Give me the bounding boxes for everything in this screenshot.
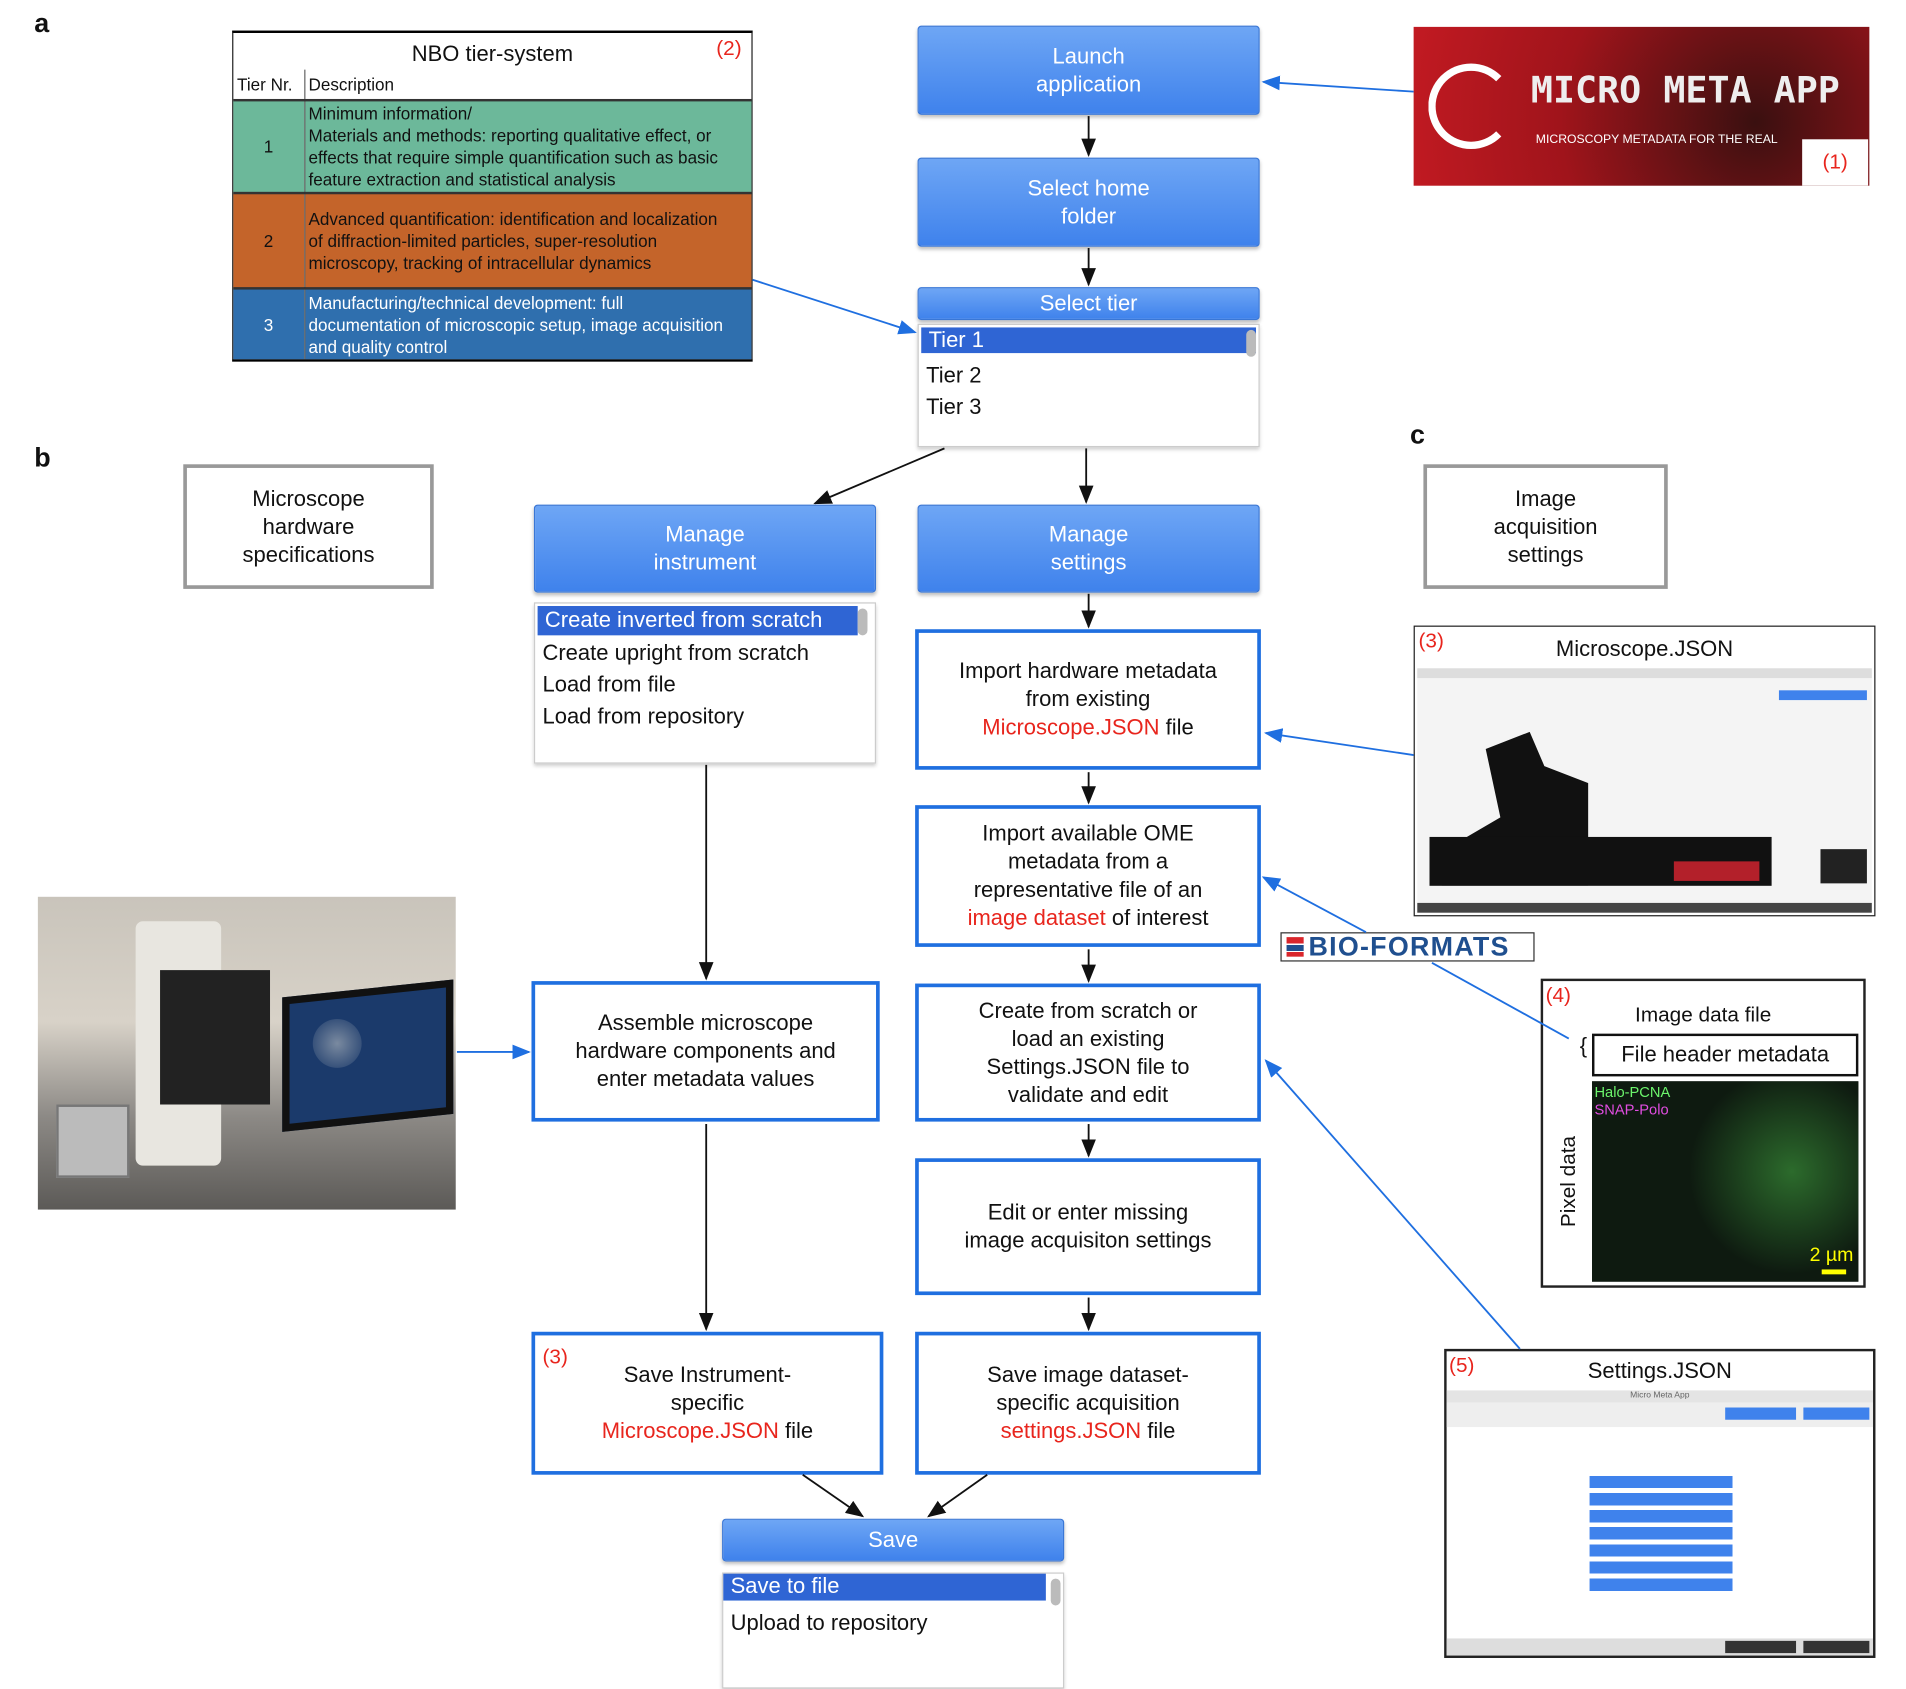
instrument-options-list[interactable]: Create inverted from scratch Create upri… [533, 602, 877, 764]
header-tier: Tier Nr. [237, 74, 293, 95]
microscope-json-panel: (3) Microscope.JSON [1413, 625, 1876, 917]
arrow [802, 1473, 865, 1518]
option-save-to-file[interactable]: Save to file [723, 1573, 1046, 1601]
arrow [1264, 1059, 1521, 1350]
microscope-photo [37, 896, 456, 1210]
tier-option-1[interactable]: Tier 1 [921, 327, 1257, 354]
panel-label-b: b [34, 442, 51, 473]
nbo-tier-table: NBO tier-system (2) Tier Nr. Description 1… [232, 30, 753, 362]
scrollbar[interactable] [1050, 1578, 1061, 1606]
header-description: Description [303, 69, 752, 101]
option-load-file[interactable]: Load from file [542, 671, 676, 697]
arrow [752, 278, 917, 335]
scrollbar[interactable] [1246, 329, 1257, 357]
settings-edit-buttons [1589, 1475, 1733, 1594]
microscope-icon [1428, 63, 1514, 150]
option-create-upright[interactable]: Create upright from scratch [542, 640, 809, 665]
select-tier-header: Select tier [917, 287, 1260, 321]
nbo-title: NBO tier-system [411, 41, 574, 66]
bioformats-logo: BIO-FORMATS [1280, 932, 1535, 962]
bioformats-icon [1286, 937, 1304, 957]
tier-option-2[interactable]: Tier 2 [926, 362, 982, 388]
option-upload-repository[interactable]: Upload to repository [730, 1610, 928, 1635]
save-options-list[interactable]: Save to file Upload to repository [722, 1572, 1065, 1689]
scale-bar-label: 2 µm [1809, 1245, 1854, 1266]
pixel-data-image: Halo-PCNA SNAP-Polo 2 µm [1592, 1081, 1859, 1282]
arrow [927, 1473, 988, 1518]
tier-list[interactable]: Tier 1 Tier 2 Tier 3 [917, 323, 1260, 448]
micro-meta-app-logo: MICRO META APP MICROSCOPY METADATA FOR T… [1413, 26, 1870, 186]
tier-option-3[interactable]: Tier 3 [926, 394, 982, 420]
microscope-app-screenshot [1417, 668, 1872, 913]
scale-bar [1821, 1269, 1847, 1275]
save-header: Save [722, 1518, 1065, 1562]
option-load-repository[interactable]: Load from repository [542, 703, 745, 729]
image-data-file-panel: (4) Image data file { File header metada… [1540, 978, 1866, 1288]
scrollbar[interactable] [857, 608, 868, 636]
file-header-metadata: File header metadata [1592, 1033, 1859, 1077]
arrow [1261, 75, 1414, 93]
arrow [813, 447, 945, 505]
nbo-ref: (2) [716, 36, 742, 60]
option-create-inverted[interactable]: Create inverted from scratch [537, 606, 858, 636]
arrow [1261, 876, 1367, 934]
arrow [1263, 728, 1414, 756]
settings-json-panel: (5) Settings.JSON Micro Meta App [1444, 1348, 1876, 1658]
connector-line [1431, 961, 1570, 1040]
panel-label-c: c [1409, 419, 1425, 450]
panel-label-a: a [34, 7, 50, 38]
